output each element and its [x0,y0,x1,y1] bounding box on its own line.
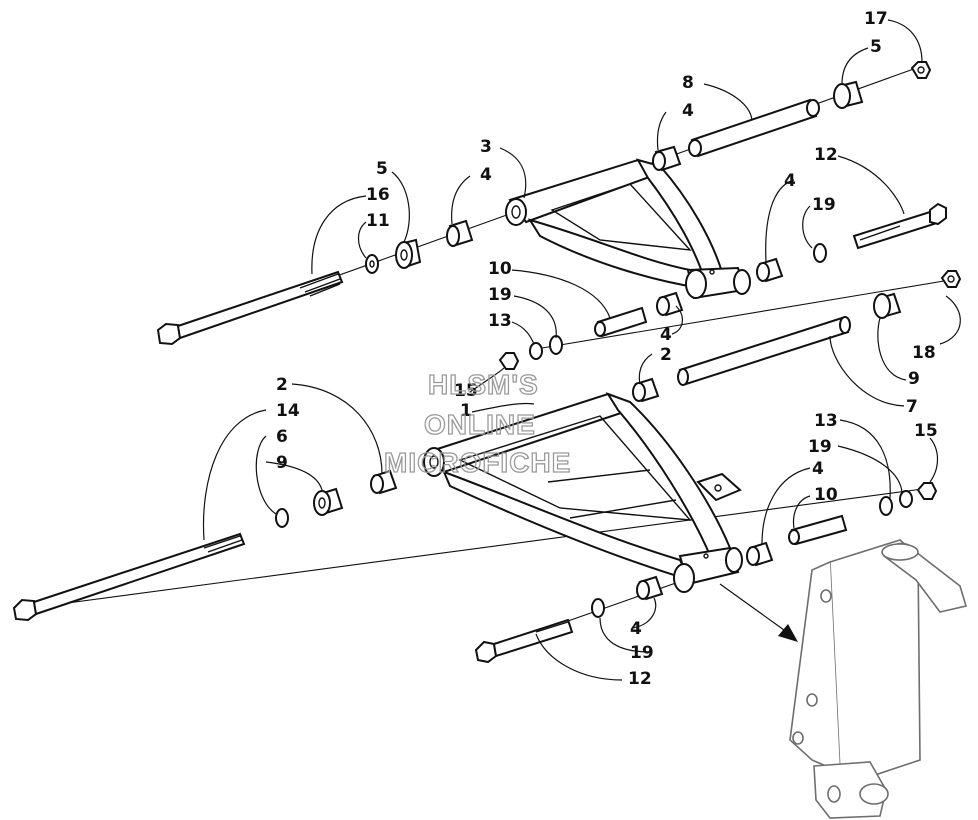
watermark-line-2: ONLINE [424,409,536,440]
callout-12-lower: 12 [628,669,652,689]
watermark-line-3: MICROFICHE [384,447,571,478]
spacer-10-upper [594,306,648,338]
callout-2-upper: 2 [660,345,672,365]
direction-arrow [719,583,798,642]
washer-19-lower-rear [591,598,605,618]
callout-14: 14 [276,401,300,421]
bushing-2-upper [632,377,660,403]
flanged-bushing-5-left [395,238,422,269]
washer-13-upper [529,342,543,360]
washer-6 [275,508,289,528]
callout-8: 8 [682,73,694,93]
bushing-4-upper-top [652,145,682,172]
lower-long-bolt [12,532,246,622]
callout-7: 7 [906,397,918,417]
callout-18: 18 [912,343,936,363]
callout-15-upper: 15 [454,381,478,401]
bushing-2-lower [370,469,398,495]
callout-9-left: 9 [276,453,288,473]
steering-spindle [789,539,968,819]
washer-13-lower [899,490,913,508]
bushing-4-lower-right [746,541,774,567]
callout-4-lower-rear: 4 [630,619,642,639]
callout-6: 6 [276,427,288,447]
shaft-8 [688,98,820,158]
flanged-bushing-5-right [833,80,864,109]
washer-19-lower-right [879,496,893,516]
callout-4-lower-right: 4 [812,459,824,479]
washer-19-upper-rear [813,243,827,263]
nut-17 [910,61,932,79]
lower-a-arm [423,392,743,593]
callout-labels: 17 5 8 4 3 4 5 16 11 12 4 19 10 19 13 4 … [276,9,938,689]
callout-5-left: 5 [376,159,388,179]
callout-4-upper-front: 4 [660,325,672,345]
callout-5-right: 5 [870,37,882,57]
callout-19-lower-rear: 19 [630,643,654,663]
callout-11: 11 [366,211,390,231]
callout-4-top: 4 [682,101,694,121]
flanged-bushing-9-left [313,487,344,516]
nut-15-lower [916,482,938,500]
upper-a-arm [505,158,751,300]
callout-4-upper-left: 4 [480,165,492,185]
flanged-bushing-9-right [873,292,902,319]
callout-19-upper-front: 19 [488,285,512,305]
callout-15-lower: 15 [914,421,938,441]
spacer-10-lower [788,514,848,546]
callout-3: 3 [480,137,492,157]
washer-19-upper-front [549,335,563,355]
bushing-4-lower-rear [636,575,664,601]
callout-13-lower: 13 [814,411,838,431]
callout-1: 1 [460,401,472,421]
bushing-4-upper-rear [756,257,784,283]
upper-long-bolt [156,270,344,346]
callout-12-upper: 12 [814,145,838,165]
callout-4-upper-rear: 4 [784,171,796,191]
upper-rear-bolt [852,202,947,250]
callout-10-lower: 10 [814,485,838,505]
callout-19-upper-rear: 19 [812,195,836,215]
bushing-4-upper-left [446,219,474,247]
watermark: HLSM'S ONLINE MICROFICHE [383,368,571,478]
watermark-line-1: HLSM'S [428,369,539,400]
callout-17: 17 [864,9,888,29]
lower-rear-bolt [474,618,574,664]
callout-9-right: 9 [908,369,920,389]
nut-18 [940,270,962,288]
nut-15-upper [498,352,520,370]
callout-16: 16 [366,185,390,205]
leader-lines [202,19,961,681]
shaft-7 [677,316,851,386]
callout-10-upper: 10 [488,259,512,279]
callout-19-lower-right: 19 [808,437,832,457]
callout-2-lower: 2 [276,375,288,395]
callout-13-upper: 13 [488,311,512,331]
washer-11 [365,254,379,274]
bushing-4-upper-front [656,291,684,317]
